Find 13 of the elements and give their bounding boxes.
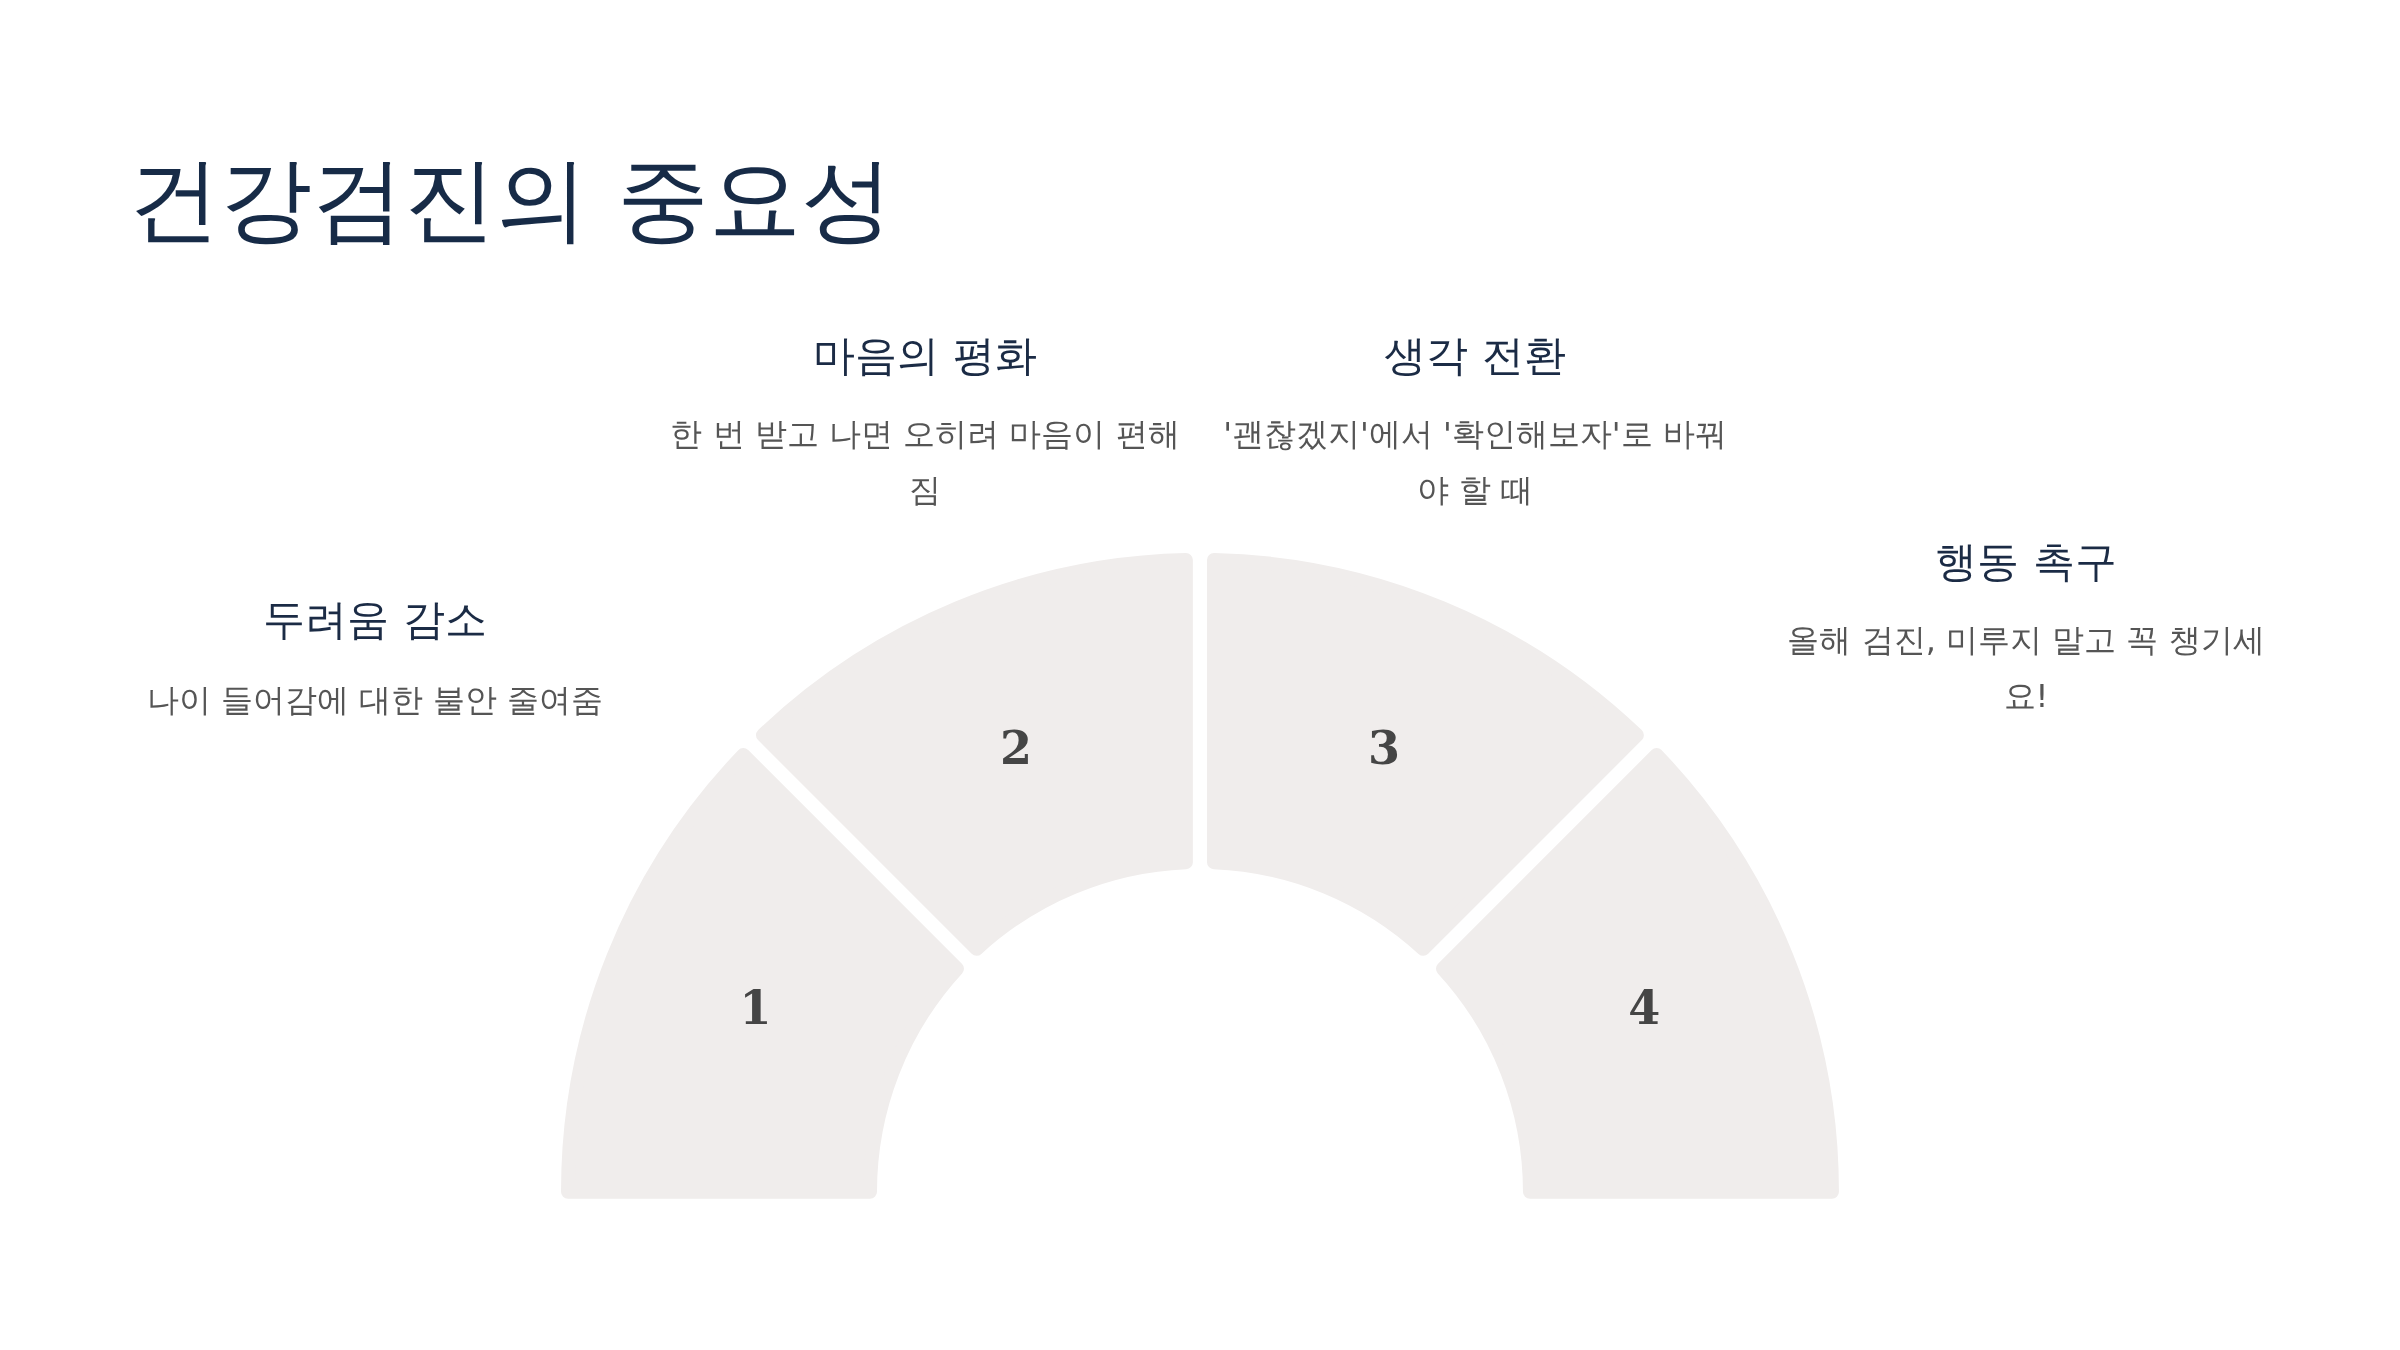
segment-number: 1	[739, 980, 772, 1035]
segment-heading: 생각 전환	[1384, 330, 1566, 382]
segment-description: 한 번 받고 나면 오히려 마음이 편해짐	[669, 414, 1181, 511]
segment-heading: 행동 촉구	[1935, 536, 2117, 588]
segment-number: 4	[1628, 980, 1661, 1035]
segment-description: '괜찮겠지'에서 '확인해보자'로 바꿔야 할 때	[1222, 414, 1728, 511]
segment-heading: 마음의 평화	[813, 330, 1037, 382]
segment-description: 나이 들어감에 대한 불안 줄여줌	[145, 680, 605, 721]
segment-description: 올해 검진, 미루지 말고 꼭 챙기세요!	[1786, 620, 2266, 717]
segment-number: 3	[1368, 720, 1401, 775]
title: 건강검진의 중요성	[128, 145, 894, 255]
segment-heading: 두려움 감소	[263, 594, 487, 646]
segment-number: 2	[999, 720, 1032, 775]
